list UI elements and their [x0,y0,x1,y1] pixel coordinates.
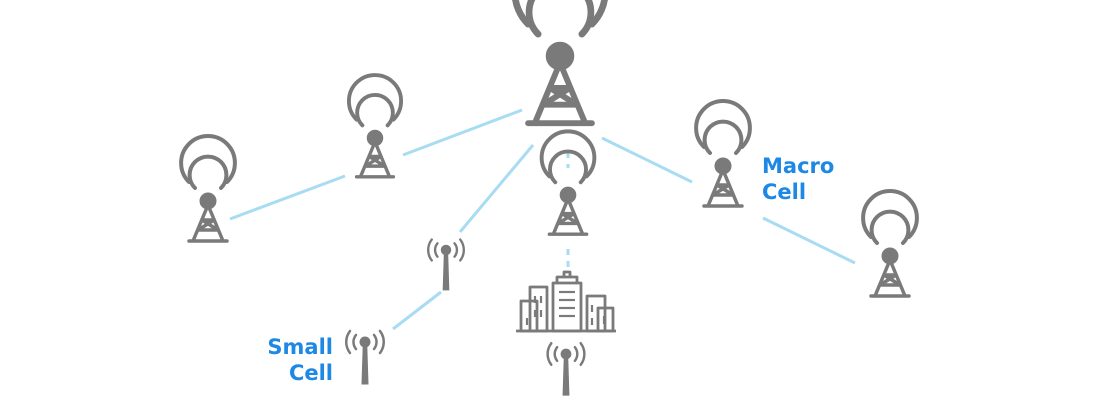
far-left-cell-tower-icon [179,134,237,243]
link-small-antenna-to-small-cell [392,290,442,331]
link-main-to-macro-cell [601,136,693,184]
left-cell-tower-icon [346,73,404,179]
link-main-to-left-tower [402,108,523,157]
link-macro-cell-to-right-tower [762,216,856,265]
link-main-to-small-antenna [458,144,535,233]
building-antenna-icon [546,341,586,397]
small-cell-label-line1: Small [267,335,333,359]
right-cell-tower-icon [861,189,919,298]
small-cell-label-line2: Cell [288,361,333,385]
link-left-tower-to-far-left-tower [229,174,346,221]
main-cell-tower-icon [515,0,605,123]
small-cell-label: Small Cell [240,334,333,386]
small-antenna-icon [426,238,466,292]
center-cell-tower-icon [539,129,597,237]
small-cell-antenna-icon [344,329,386,386]
city-buildings-icon [516,270,616,333]
macro-cell-label-line2: Cell [762,180,807,204]
macro-cell-label-line1: Macro [762,154,835,178]
macro-cell-tower-icon [694,99,752,208]
macro-cell-label: Macro Cell [762,153,834,205]
